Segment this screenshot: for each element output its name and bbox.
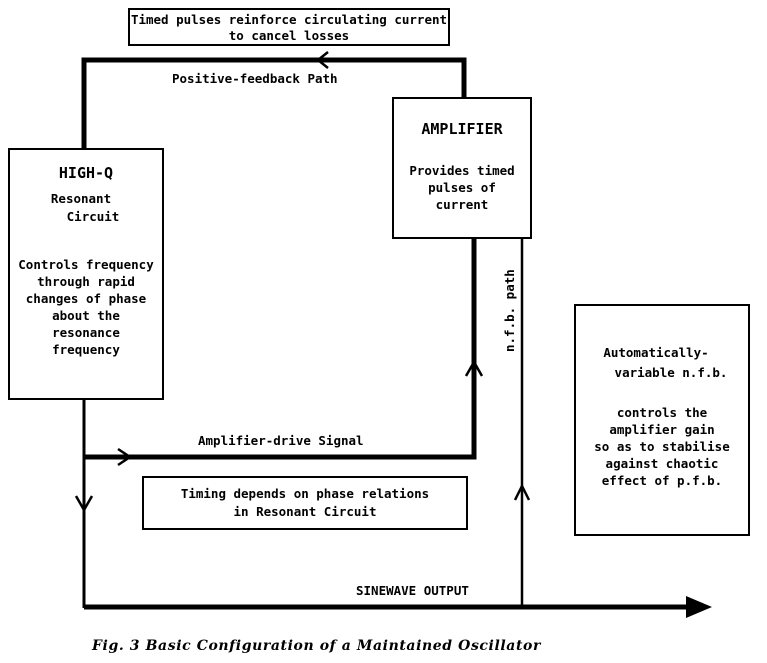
resonant-desc-2: through rapid [37,274,135,289]
amplifier-title: AMPLIFIER [421,120,503,138]
resonant-desc-5: resonance [52,325,120,340]
amplifier-desc-3: current [435,197,489,212]
output-arrowhead [686,596,712,618]
resonant-subtitle-2: Circuit [66,209,120,224]
top-note-box: Timed pulses reinforce circulating curre… [128,8,450,46]
resonant-desc-4: about the [52,308,120,323]
resonant-subtitle-1: Resonant [50,191,112,206]
auto-nfb-line-4: controls the [616,405,708,420]
auto-nfb-line-2: variable n.f.b. [614,365,728,380]
auto-nfb-line-6: so as to stabilise [594,439,730,454]
resonant-title: HIGH-Q [58,164,114,182]
top-note-line2: to cancel losses [228,28,350,43]
top-note-line1: Timed pulses reinforce circulating curre… [130,12,448,27]
auto-nfb-line-7: against chaotic [605,456,719,471]
amplifier-desc-1: Provides timed [409,163,515,178]
timing-note-line2: in Resonant Circuit [233,504,377,519]
resonant-circuit-box: HIGH-Q Resonant Circuit Controls frequen… [8,148,164,400]
pfb-path-line [81,57,467,148]
pfb-arrow [315,51,329,69]
resonant-desc-6: frequency [52,342,120,357]
auto-nfb-box: Automatically- variable n.f.b. controls … [574,304,750,536]
auto-nfb-line-1: Automatically- [603,345,709,360]
pfb-path-label: Positive-feedback Path [172,71,338,86]
nfb-path-label: n.f.b. path [502,269,517,352]
resonant-desc-1: Controls frequency [18,257,154,272]
auto-nfb-line-8: effect of p.f.b. [601,473,723,488]
auto-nfb-line-5: amplifier gain [609,422,715,437]
drive-signal-label: Amplifier-drive Signal [198,433,364,448]
timing-note-line1: Timing depends on phase relations [180,486,430,501]
nfb-arrow [513,483,531,501]
down-arrow [74,495,94,513]
drive-signal-line [84,238,477,460]
amplifier-desc-2: pulses of [428,180,496,195]
output-label: SINEWAVE OUTPUT [356,583,469,598]
resonant-desc-3: changes of phase [25,291,147,306]
figure-caption: Fig. 3 Basic Configuration of a Maintain… [92,638,541,654]
timing-note-box: Timing depends on phase relations in Res… [142,476,468,530]
drive-arrow-up [464,359,484,377]
drive-arrow-right [117,447,133,467]
amplifier-box: AMPLIFIER Provides timed pulses of curre… [392,97,532,239]
